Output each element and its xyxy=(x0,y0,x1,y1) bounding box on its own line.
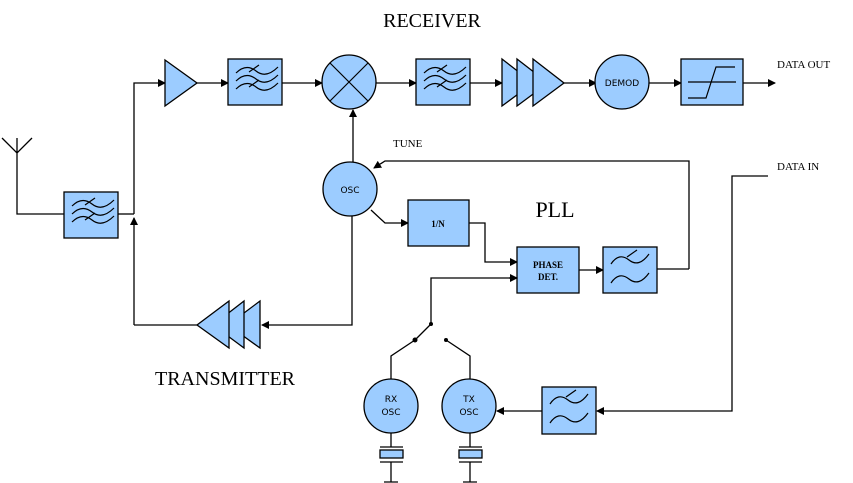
rx-osc-label-1: RX xyxy=(385,395,397,405)
data-slicer-block xyxy=(680,58,744,106)
antenna-icon xyxy=(1,137,64,215)
rx-oscillator-block: RX OSC xyxy=(363,378,419,434)
tx-osc-label-2: OSC xyxy=(459,408,478,418)
tx-oscillator-block: TX OSC xyxy=(441,378,497,434)
divider-label: 1/N xyxy=(431,219,445,229)
lna-amplifier-icon xyxy=(164,58,199,108)
receiver-title: RECEIVER xyxy=(383,10,481,32)
data-in-label: DATA IN xyxy=(777,161,819,173)
rx-osc-label-2: OSC xyxy=(381,408,400,418)
vco-oscillator-block: OSC xyxy=(322,161,378,217)
demodulator-block: DEMOD xyxy=(594,54,650,110)
phase-det-label-1: PHASE xyxy=(533,260,563,270)
osc-label: OSC xyxy=(340,186,359,196)
rx-tx-switch[interactable] xyxy=(390,277,517,380)
divider-block: 1/N xyxy=(407,199,470,247)
bandpass-filter-input xyxy=(63,191,119,239)
transmitter-title: TRANSMITTER xyxy=(155,368,296,390)
data-in-filter-block xyxy=(541,386,597,435)
data-out-label: DATA OUT xyxy=(777,59,830,71)
bandpass-filter-rf xyxy=(227,58,283,106)
if-amplifier-chain-icon xyxy=(501,57,566,108)
demod-label: DEMOD xyxy=(605,79,639,89)
tune-label: TUNE xyxy=(393,138,423,150)
phase-det-label-2: DET. xyxy=(538,272,558,282)
transmitter-amplifier-chain-icon xyxy=(195,299,261,350)
phase-detector-block: PHASE DET. xyxy=(516,246,580,294)
tx-osc-label-1: TX xyxy=(462,395,475,405)
pll-title: PLL xyxy=(535,197,574,222)
tx-crystal-icon xyxy=(458,433,483,483)
bandpass-filter-if xyxy=(415,58,471,106)
loop-filter-block xyxy=(602,246,658,294)
mixer-icon xyxy=(321,54,377,110)
rx-crystal-icon xyxy=(379,433,404,483)
